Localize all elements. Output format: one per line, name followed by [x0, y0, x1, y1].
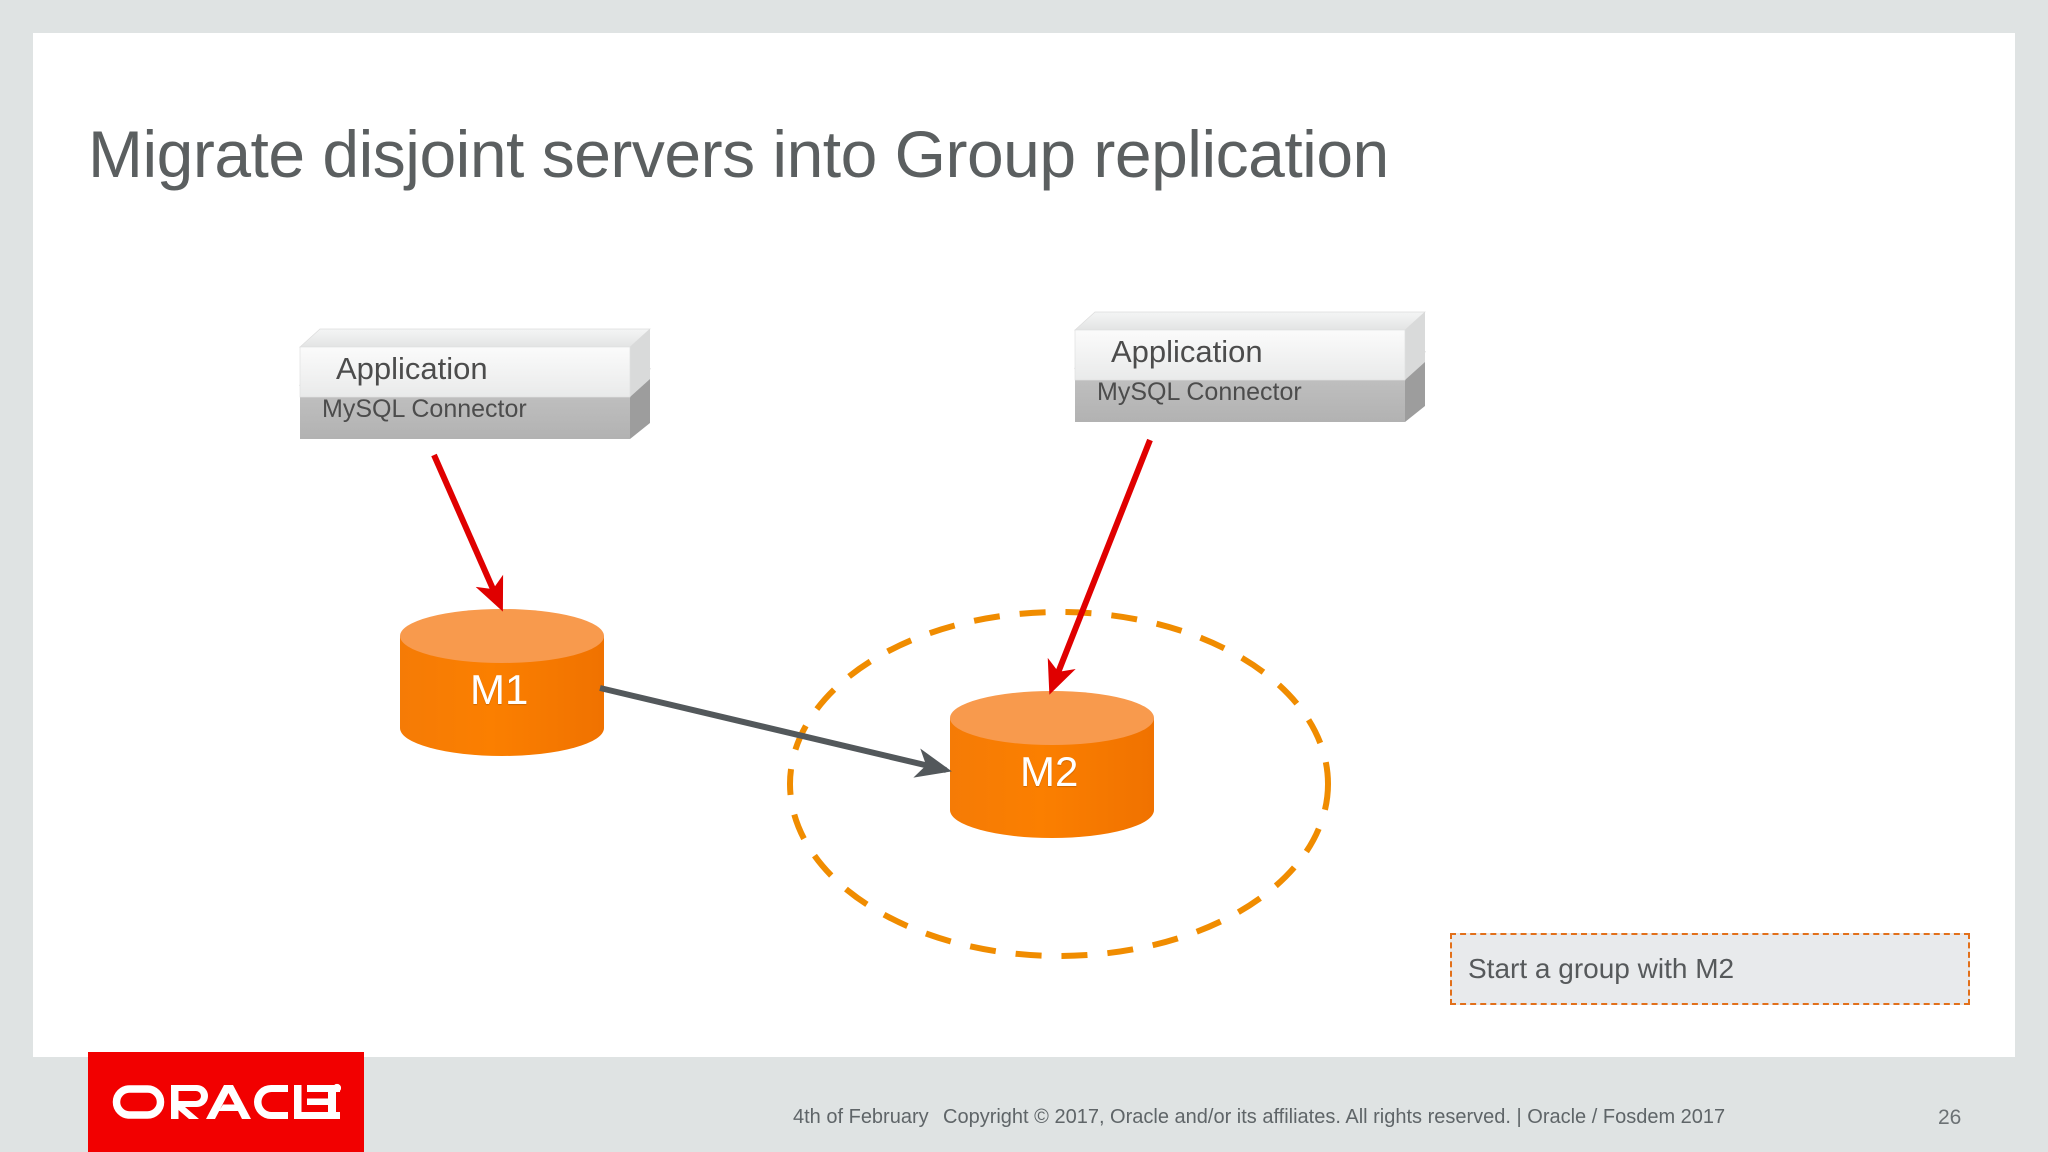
oracle-logo-wordmark [112, 1083, 341, 1119]
footer-copyright: Copyright © 2017, Oracle and/or its affi… [943, 1106, 1726, 1128]
footer-date: 4th of February [793, 1106, 929, 1128]
app-stack-right: Application MySQL Connector [1074, 308, 1426, 438]
app-stack-right-shape [1074, 311, 1426, 422]
page-title: Migrate disjoint servers into Group repl… [88, 117, 1389, 191]
app-stack-right-application-label: Application [1111, 334, 1263, 369]
app-stack-left-application-label: Application [336, 351, 488, 386]
m2-cylinder-shape [950, 691, 1154, 838]
m2-label: M2 [1020, 748, 1079, 795]
app-stack-left: Application MySQL Connector [299, 325, 651, 455]
server-cylinder-m2: M2 [948, 690, 1156, 838]
callout-box: Start a group with M2 [1450, 933, 1970, 1005]
callout-text: Start a group with M2 [1468, 953, 1735, 984]
app-stack-left-connector-label: MySQL Connector [322, 395, 527, 423]
server-cylinder-m1: M1 [398, 608, 606, 756]
slide-canvas [33, 33, 2015, 1057]
group-boundary-ellipse [787, 609, 1331, 959]
oracle-logo [88, 1052, 364, 1152]
m1-cylinder-shape [400, 609, 604, 756]
app-stack-left-shape [299, 328, 651, 439]
page-number: 26 [1938, 1106, 1962, 1129]
m1-label: M1 [470, 666, 529, 713]
app-stack-right-connector-label: MySQL Connector [1097, 378, 1302, 406]
